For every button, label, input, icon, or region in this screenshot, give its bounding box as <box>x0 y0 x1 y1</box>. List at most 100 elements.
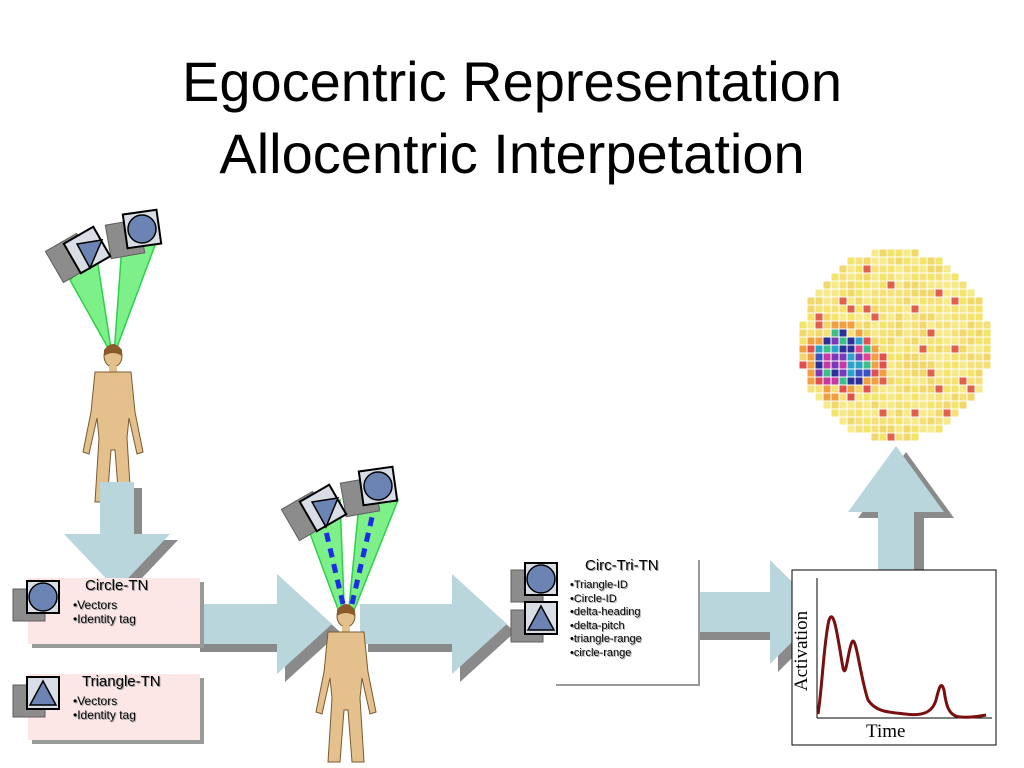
heatmap-cell <box>903 361 911 369</box>
heatmap-cell <box>943 321 951 329</box>
heatmap-cell <box>935 353 943 361</box>
heatmap-cell <box>863 409 871 417</box>
heatmap-cell <box>863 369 871 377</box>
heatmap-cell <box>871 369 879 377</box>
heatmap-cell <box>919 345 927 353</box>
heatmap-cell <box>839 353 847 361</box>
heatmap-cell <box>943 329 951 337</box>
heatmap-cell <box>871 289 879 297</box>
heatmap-cell <box>887 305 895 313</box>
heatmap-cell <box>903 265 911 273</box>
heatmap-cell <box>879 289 887 297</box>
heatmap-cell <box>839 377 847 385</box>
heatmap-cell <box>919 385 927 393</box>
heatmap-cell <box>863 305 871 313</box>
heatmap-cell <box>975 329 983 337</box>
heatmap-cell <box>863 353 871 361</box>
heatmap-cell <box>943 369 951 377</box>
heatmap-cell <box>847 305 855 313</box>
heatmap-cell <box>799 345 807 353</box>
heatmap-cell <box>855 369 863 377</box>
heatmap-cell <box>935 329 943 337</box>
heatmap-cell <box>879 313 887 321</box>
heatmap-cell <box>959 353 967 361</box>
heatmap-cell <box>959 345 967 353</box>
heatmap-cell <box>839 417 847 425</box>
heatmap-cell <box>935 409 943 417</box>
heatmap-cell <box>839 369 847 377</box>
heatmap-cell <box>839 313 847 321</box>
heatmap-cell <box>855 345 863 353</box>
heatmap-cell <box>871 297 879 305</box>
heatmap-cell <box>919 401 927 409</box>
arrow-cards-to-person <box>192 574 340 682</box>
heatmap-cell <box>911 353 919 361</box>
heatmap-cell <box>975 337 983 345</box>
heatmap-cell <box>815 313 823 321</box>
heatmap-cell <box>807 321 815 329</box>
heatmap-cell <box>863 297 871 305</box>
bullet-item: triangle-range <box>570 633 642 647</box>
heatmap-cell <box>943 273 951 281</box>
heatmap-cell <box>831 297 839 305</box>
bullet-item: Vectors <box>73 598 136 612</box>
heatmap-cell <box>831 305 839 313</box>
triangle-target-icon <box>62 225 112 275</box>
bullet-item: delta-pitch <box>570 620 642 634</box>
heatmap-cell <box>935 337 943 345</box>
heatmap-cell <box>927 281 935 289</box>
heatmap-cell <box>871 417 879 425</box>
heatmap-cell <box>855 313 863 321</box>
heatmap-cell <box>895 249 903 257</box>
heatmap-cell <box>967 377 975 385</box>
bullet-item: circle-range <box>570 647 642 661</box>
heatmap-cell <box>895 281 903 289</box>
heatmap-cell <box>863 393 871 401</box>
heatmap-cell <box>975 305 983 313</box>
heatmap-cell <box>799 353 807 361</box>
heatmap-cell <box>967 305 975 313</box>
heatmap-cell <box>847 289 855 297</box>
heatmap-cell <box>879 417 887 425</box>
heatmap-cell <box>847 281 855 289</box>
heatmap-cell <box>847 385 855 393</box>
heatmap-cell <box>815 329 823 337</box>
heatmap-cell <box>959 369 967 377</box>
heatmap-cell <box>807 329 815 337</box>
heatmap-cell <box>863 313 871 321</box>
heatmap-cell <box>927 337 935 345</box>
heatmap-cell <box>935 393 943 401</box>
triangle-tn-bullets: Vectors Identity tag <box>73 694 136 722</box>
heatmap-cell <box>911 337 919 345</box>
heatmap-cell <box>967 337 975 345</box>
heatmap-cell <box>943 313 951 321</box>
heatmap-cell <box>855 409 863 417</box>
heatmap-cell <box>911 345 919 353</box>
heatmap-cell <box>823 281 831 289</box>
heatmap-cell <box>799 337 807 345</box>
heatmap-cell <box>943 289 951 297</box>
heatmap-cell <box>823 361 831 369</box>
heatmap-cell <box>863 401 871 409</box>
heatmap-cell <box>895 329 903 337</box>
heatmap-cell <box>831 321 839 329</box>
heatmap-cell <box>943 297 951 305</box>
heatmap-cell <box>823 369 831 377</box>
heatmap-cell <box>919 273 927 281</box>
heatmap-cell <box>823 393 831 401</box>
heatmap-cell <box>935 273 943 281</box>
heatmap-cell <box>823 305 831 313</box>
heatmap-cell <box>919 297 927 305</box>
heatmap-cell <box>903 329 911 337</box>
heatmap-cell <box>855 385 863 393</box>
heatmap-cell <box>871 409 879 417</box>
human-figure-icon <box>82 343 144 503</box>
heatmap-cell <box>911 249 919 257</box>
heatmap-cell <box>911 425 919 433</box>
heatmap-cell <box>911 281 919 289</box>
heatmap-cell <box>815 353 823 361</box>
heatmap-cell <box>935 377 943 385</box>
heatmap-cell <box>815 361 823 369</box>
heatmap-cell <box>887 393 895 401</box>
heatmap-cell <box>887 361 895 369</box>
